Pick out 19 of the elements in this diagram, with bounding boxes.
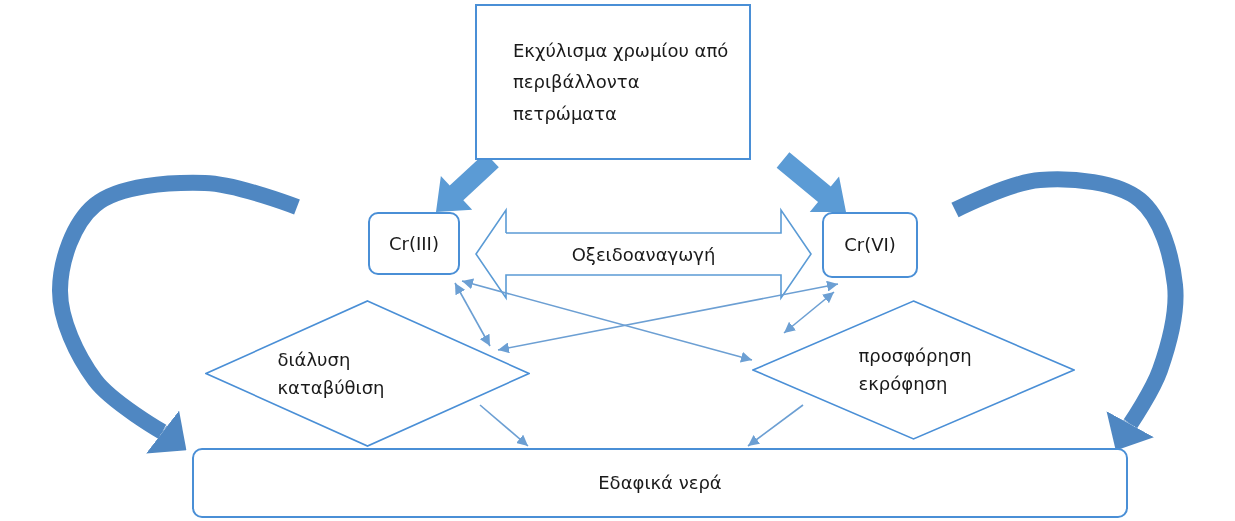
node-label: προσφόρηση εκρόφηση	[858, 344, 973, 396]
node-label: Cr(III)	[389, 231, 439, 256]
node-label: Cr(VI)	[844, 233, 896, 258]
node-label: διάλυση καταβύθιση	[277, 347, 386, 400]
arrow	[454, 282, 491, 347]
block-arrow	[776, 152, 846, 212]
node-label: Εδαφικά νερά	[598, 471, 722, 496]
process-box	[475, 4, 751, 160]
arrow	[461, 278, 753, 363]
process-box	[368, 212, 460, 275]
arrow	[783, 291, 835, 334]
decision-diamond	[205, 300, 530, 447]
process-box	[192, 448, 1128, 518]
arrow	[497, 280, 839, 354]
arrow	[747, 404, 804, 447]
node-label: Εκχύλισμα χρωμίου από περιβάλλοντα πετρώματα	[513, 38, 729, 126]
process-box	[822, 212, 918, 278]
arrow	[479, 404, 529, 447]
decision-diamond	[752, 300, 1075, 440]
